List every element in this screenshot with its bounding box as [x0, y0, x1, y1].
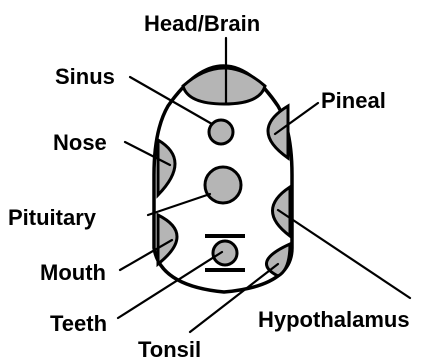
pituitary-label: Pituitary — [8, 205, 97, 230]
head-brain-label: Head/Brain — [144, 11, 260, 36]
tonsil-label: Tonsil — [138, 337, 201, 360]
teeth-label: Teeth — [50, 311, 107, 336]
hypothalamus-leader — [278, 210, 410, 298]
pituitary-zone — [205, 167, 241, 203]
nose-label: Nose — [53, 130, 107, 155]
teeth-zone — [213, 241, 237, 265]
head-brain-zone — [183, 68, 265, 104]
sinus-label: Sinus — [55, 64, 115, 89]
mouth-label: Mouth — [40, 260, 106, 285]
pineal-label: Pineal — [321, 88, 386, 113]
hypothalamus-label: Hypothalamus — [258, 307, 410, 332]
